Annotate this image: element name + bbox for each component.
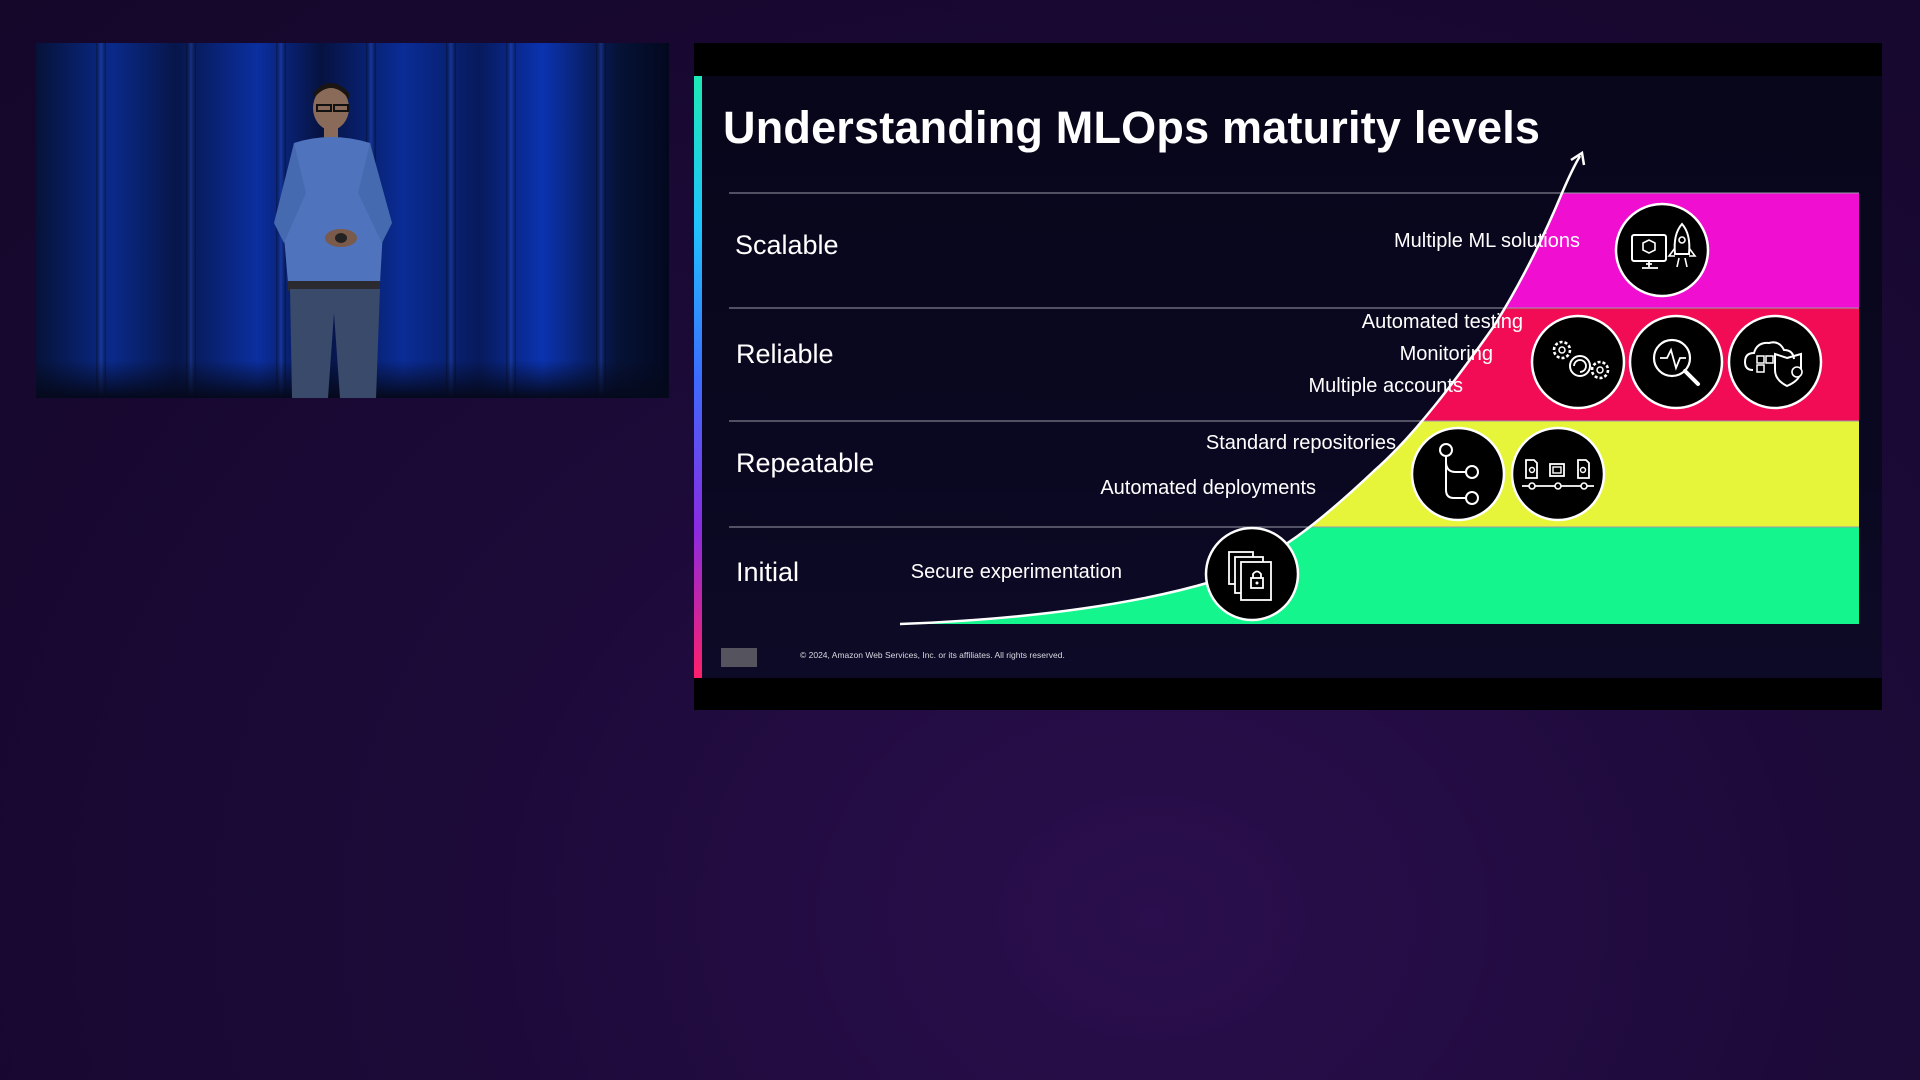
capability-multiple-ml-solutions: Multiple ML solutions (1394, 230, 1580, 252)
level-label-initial: Initial (736, 557, 799, 587)
rocket-deploy-icon (1614, 202, 1710, 298)
curve-arrowhead (1570, 150, 1586, 166)
capability-secure-experimentation: Secure experimentation (911, 561, 1122, 583)
slide-canvas: Understanding MLOps maturity levels (694, 76, 1882, 678)
level-label-repeatable: Repeatable (736, 448, 874, 478)
aws-logo-placeholder (721, 648, 757, 667)
level-label-reliable: Reliable (736, 339, 834, 369)
level-label-scalable: Scalable (735, 230, 839, 260)
magnifier-monitoring-icon (1628, 314, 1724, 410)
presentation-slide: Understanding MLOps maturity levels (694, 43, 1882, 710)
pipeline-deploy-icon (1510, 426, 1606, 522)
git-branch-icon (1410, 426, 1506, 522)
capability-automated-testing: Automated testing (1362, 311, 1523, 333)
slide-title: Understanding MLOps maturity levels (723, 102, 1541, 153)
maturity-diagram: Scalable Reliable Repeatable Initial Mul… (721, 150, 1859, 667)
speaker-figure (274, 83, 392, 398)
capability-monitoring: Monitoring (1400, 343, 1493, 365)
capability-standard-repositories: Standard repositories (1206, 432, 1396, 454)
locked-documents-icon (1204, 526, 1300, 622)
gears-testing-icon (1530, 314, 1626, 410)
capability-multiple-accounts: Multiple accounts (1308, 375, 1463, 397)
accent-bar (694, 76, 702, 678)
copyright-notice: © 2024, Amazon Web Services, Inc. or its… (800, 650, 1065, 660)
capability-automated-deployments: Automated deployments (1100, 477, 1316, 499)
maturity-curve (899, 155, 1582, 626)
cloud-shield-accounts-icon (1727, 314, 1823, 410)
speaker-video-feed (36, 43, 669, 398)
